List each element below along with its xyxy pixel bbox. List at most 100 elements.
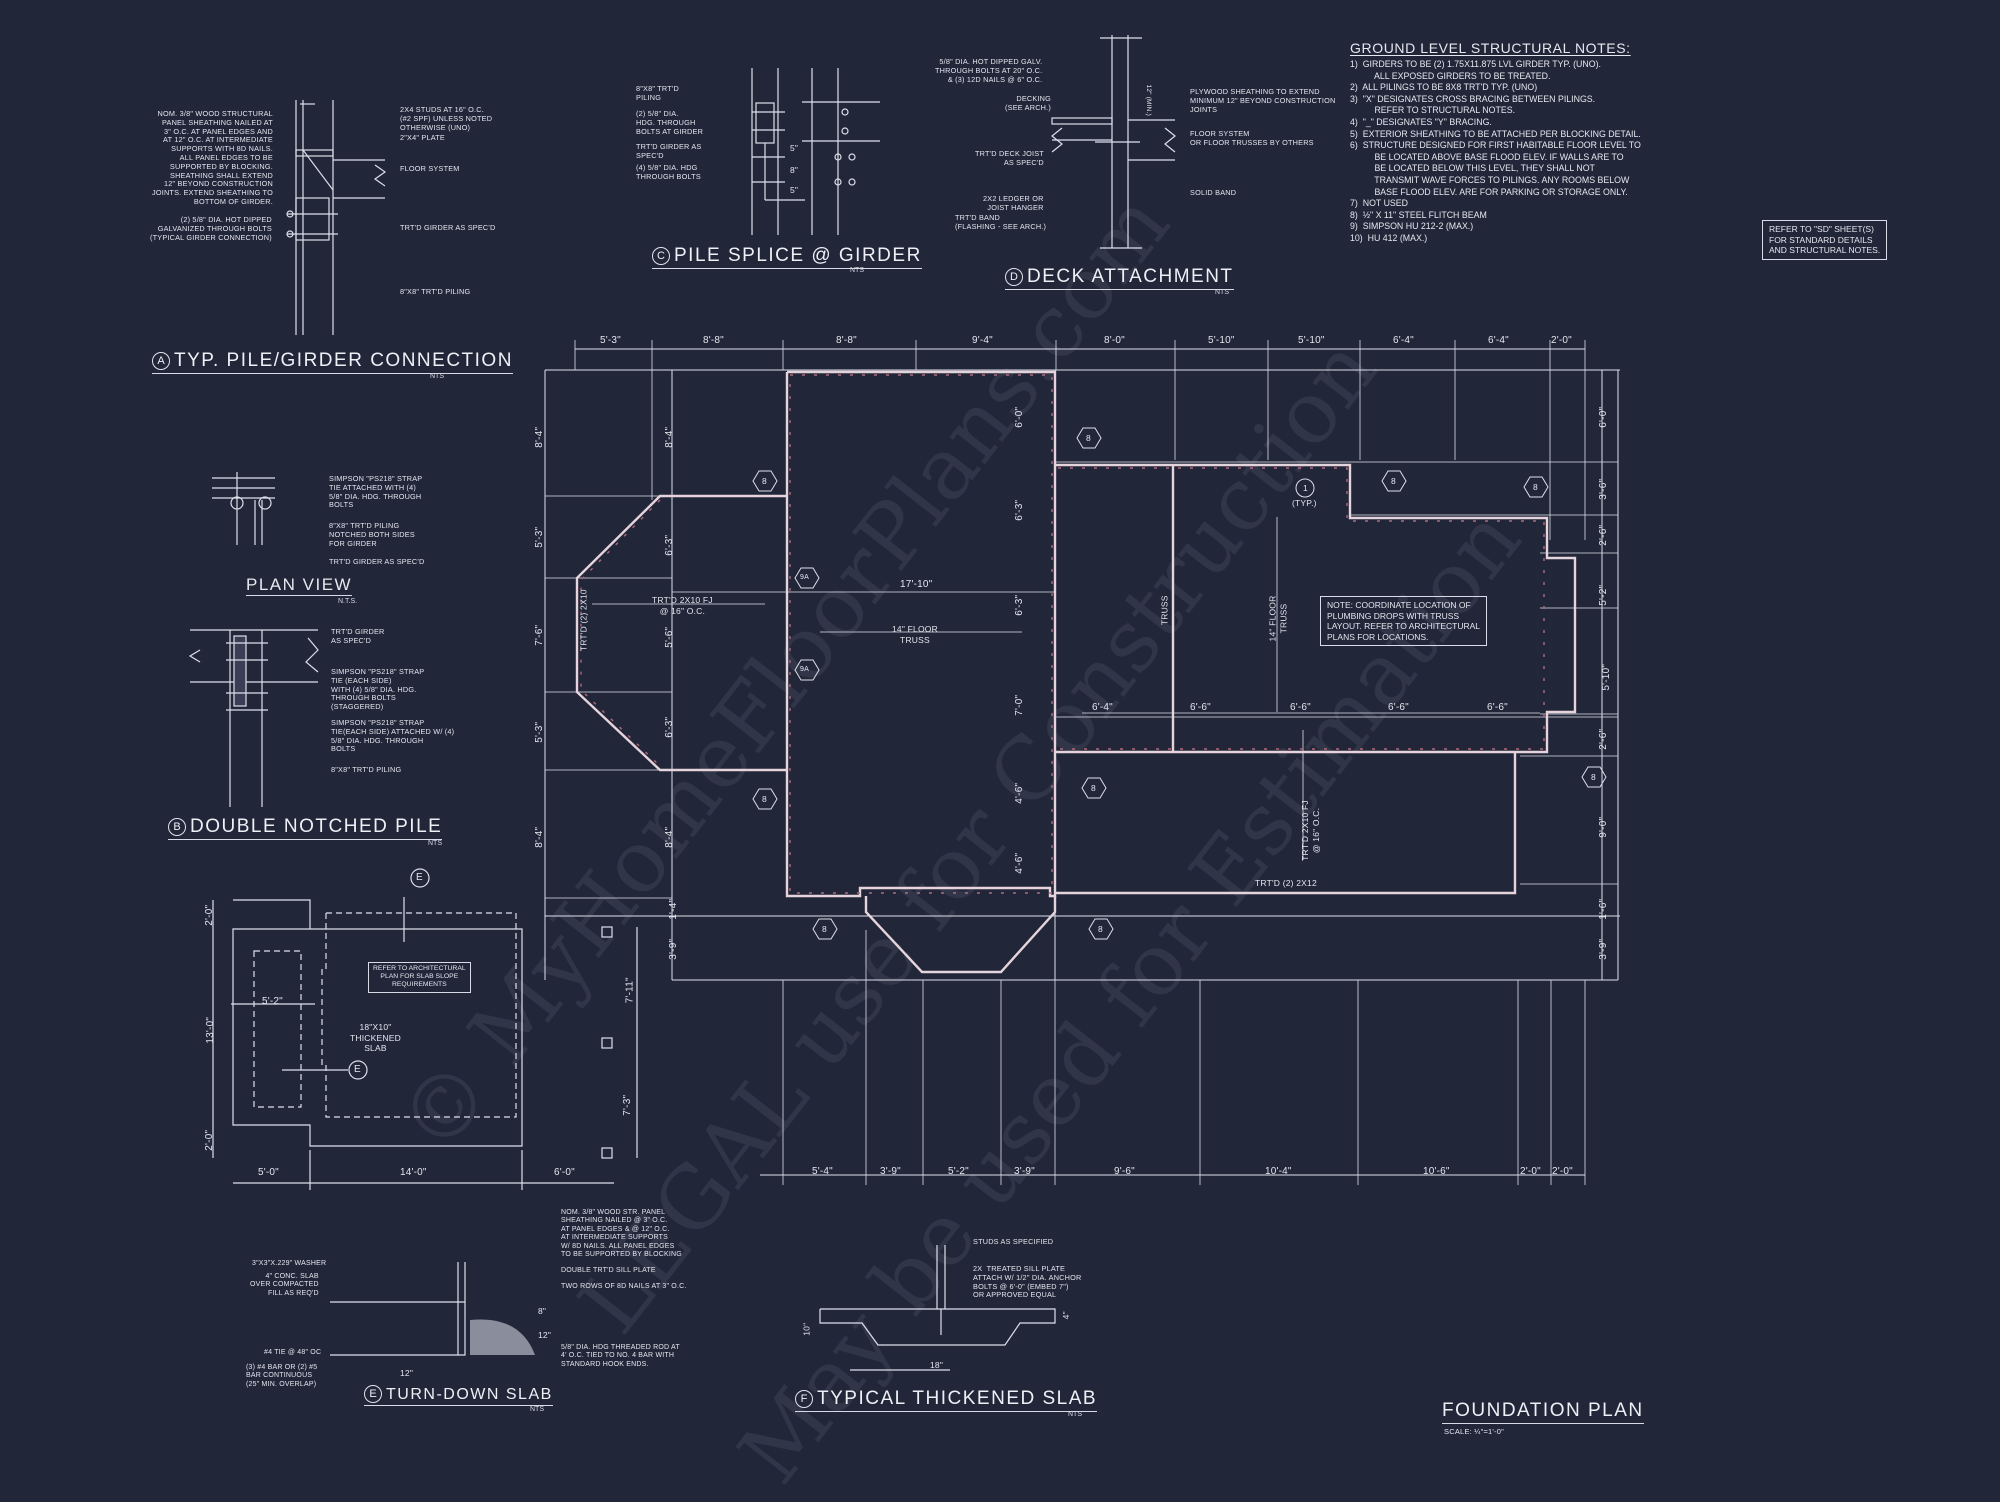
- plan-label-floor-truss-right: 14" FLOOR TRUSS: [1267, 595, 1288, 642]
- dim-left: 8'-4": [534, 826, 546, 848]
- detail-a-plate-label: 2"x4" PLATE: [400, 133, 445, 142]
- detail-d-title-text: DECK ATTACHMENT: [1027, 266, 1234, 287]
- dim-right: 6'-0": [1598, 406, 1610, 428]
- detail-d-bolts-label: 5/8" DIA. HOT DIPPED GALV. THROUGH BOLTS…: [935, 57, 1043, 84]
- dim-bottom: 10'-4": [1265, 1166, 1292, 1177]
- dim-right: 2'-6": [1598, 524, 1610, 546]
- dim-room: 6'-6": [1487, 702, 1508, 713]
- tag-8: 8: [1591, 772, 1596, 782]
- dim-top: 8'-8": [703, 335, 724, 346]
- slab-dim-bottom: 14'-0": [400, 1167, 427, 1178]
- dim-mid: 4'-6": [1014, 782, 1026, 804]
- detail-d-decking-label: DECKING (SEE ARCH.): [1005, 94, 1051, 112]
- detail-b-piling-label: 8"x8" TRT'D PILING: [331, 765, 402, 774]
- detail-e-title-text: TURN-DOWN SLAB: [386, 1386, 553, 1403]
- dim-bottom: 5'-4": [812, 1166, 833, 1177]
- detail-f-studs-label: STUDS AS SPECIFIED: [973, 1237, 1054, 1246]
- detail-a-nts: NTS: [430, 373, 444, 380]
- slab-dim-right: 7'-3": [622, 1094, 634, 1116]
- slab-dim-left: 2'-0": [204, 1129, 216, 1151]
- dim-mid: 6'-3": [1014, 499, 1026, 521]
- detail-b-plan-strap-label: SIMPSON "PS218" STRAP TIE ATTACHED WITH …: [329, 474, 423, 510]
- dim-bottom: 2'-0": [1520, 1166, 1541, 1177]
- note-item: 1) GIRDERS TO BE (2) 1.75x11.875 LVL GIR…: [1350, 59, 1601, 81]
- plan-label-bay-joist: TRT'D 2x10 FJ @ 16" O.C.: [652, 595, 713, 616]
- dim-right: 5'-10": [1601, 663, 1613, 691]
- tag-8: 8: [1391, 476, 1396, 486]
- detail-d-floor-label: FLOOR SYSTEM OR FLOOR TRUSSES BY OTHERS: [1190, 129, 1314, 147]
- detail-e-bar-label: (3) #4 BAR OR (2) #5 BAR CONTINUOUS (25"…: [246, 1364, 318, 1388]
- refer-sd-sheet-box: REFER TO "SD" SHEET(S) FOR STANDARD DETA…: [1762, 220, 1888, 260]
- dim-top: 6'-4": [1488, 335, 1509, 346]
- dim-top: 9'-4": [972, 335, 993, 346]
- detail-c-graphic: [751, 68, 880, 235]
- dim-left-inner: 8'-4": [664, 426, 676, 448]
- detail-e-nails-label: TWO ROWS OF 8d NAILS AT 3" O.C.: [561, 1283, 687, 1290]
- dim-bottom: 9'-6": [1114, 1166, 1135, 1177]
- dim-top: 5'-3": [600, 335, 621, 346]
- detail-e-graphic: [330, 1262, 535, 1356]
- dim-right: 5'-2": [1598, 584, 1610, 606]
- detail-b-plan-piling-label: 8"x8" TRT'D PILING NOTCHED BOTH SIDES FO…: [329, 521, 415, 548]
- note-item: 3) "X" DESIGNATES CROSS BRACING BETWEEN …: [1350, 93, 1596, 116]
- slab-dim-right: 7'-11": [624, 977, 636, 1004]
- slab-plan-graphic: [212, 868, 638, 1190]
- detail-c-dim: 5": [790, 143, 799, 153]
- tag-9a: 9A: [800, 666, 809, 673]
- detail-e-sill-label: DOUBLE TRT'D SILL PLATE: [561, 1267, 656, 1274]
- tag-8: 8: [1086, 433, 1091, 443]
- dim-top: 8'-0": [1104, 335, 1125, 346]
- detail-e-dim: 8": [538, 1306, 547, 1316]
- detail-b-plan-girder-label: TRT'D GIRDER AS SPEC'D: [329, 557, 425, 566]
- detail-f-dim: 4": [1060, 1311, 1071, 1320]
- tag-8: 8: [822, 924, 827, 934]
- detail-d-plywood-label: PLYWOOD SHEATHING TO EXTEND MINIMUM 12" …: [1190, 87, 1336, 114]
- tag-9a: 9A: [800, 574, 809, 581]
- dim-left: 3'-9": [668, 938, 680, 960]
- detail-c-dim: 5": [790, 185, 799, 195]
- tag-8: 8: [1533, 482, 1538, 492]
- detail-c-bolts2-label: (2) 5/8" DIA. HDG. THROUGH BOLTS AT GIRD…: [636, 109, 704, 136]
- dim-left-inner: 5'-6": [664, 626, 676, 648]
- dim-left-inner: 8'-4": [664, 826, 676, 848]
- dim-top: 2'-0": [1551, 335, 1572, 346]
- dim-left-inner: 6'-3": [664, 534, 676, 556]
- detail-f-graphic: [819, 1245, 1056, 1371]
- note-item: 4) "_" DESIGNATES "Y" BRACING.: [1350, 116, 1492, 127]
- slab-dim-inner: 5'-2": [262, 996, 283, 1007]
- dim-room: 6'-6": [1290, 702, 1311, 713]
- detail-f-nts: NTS: [1068, 1411, 1082, 1418]
- note-item: 6) STRUCTURE DESIGNED FOR FIRST HABITABL…: [1350, 140, 1641, 197]
- slab-dim-bottom: 5'-0": [258, 1167, 279, 1178]
- detail-c-bolts4-label: (4) 5/8" DIA. HDG THROUGH BOLTS: [636, 163, 701, 181]
- note-item: 5) EXTERIOR SHEATHING TO BE ATTACHED PER…: [1350, 128, 1641, 139]
- dim-top: 8'-8": [836, 335, 857, 346]
- detail-b-elev-graphic: [188, 629, 319, 807]
- detail-d-band-label: TRT'D BAND (FLASHING - SEE ARCH.): [955, 213, 1047, 231]
- dim-top: 5'-10": [1298, 335, 1325, 346]
- plan-view-title: PLAN VIEW: [246, 575, 353, 596]
- dim-mid: 7'-0": [1014, 694, 1026, 716]
- detail-c-girder-label: TRT'D GIRDER AS SPEC'D: [636, 142, 702, 160]
- dim-left: 7'-6": [534, 624, 546, 646]
- tag-8: 8: [1091, 783, 1096, 793]
- detail-e-dim: 12": [400, 1368, 414, 1378]
- detail-a-piling-label: 8"x8" TRT'D PILING: [400, 287, 471, 296]
- plan-wall-hatch: [580, 374, 1545, 894]
- note-item: 10) HU 412 (MAX.): [1350, 232, 1428, 243]
- detail-a-floor-label: FLOOR SYSTEM: [400, 164, 460, 173]
- dim-top: 5'-10": [1208, 335, 1235, 346]
- detail-b-bubble: B: [168, 818, 186, 836]
- detail-a-sheathing-label: NOM. 3/8" WOOD STRUCTURAL PANEL SHEATHIN…: [152, 109, 273, 206]
- detail-a-studs-label: 2x4 STUDS AT 16" O.C. (#2 SPF) UNLESS NO…: [400, 105, 493, 132]
- dim-left: 1'-4": [668, 898, 680, 920]
- detail-c-dim: 8": [790, 165, 799, 175]
- detail-b-title-text: DOUBLE NOTCHED PILE: [190, 816, 443, 837]
- plan-tag-hexagons: [752, 427, 1607, 940]
- slab-bubble-mid: E: [354, 1064, 361, 1075]
- dim-bottom: 2'-0": [1552, 1166, 1573, 1177]
- detail-d-graphic: [1051, 35, 1176, 249]
- detail-d-bubble: D: [1005, 268, 1023, 286]
